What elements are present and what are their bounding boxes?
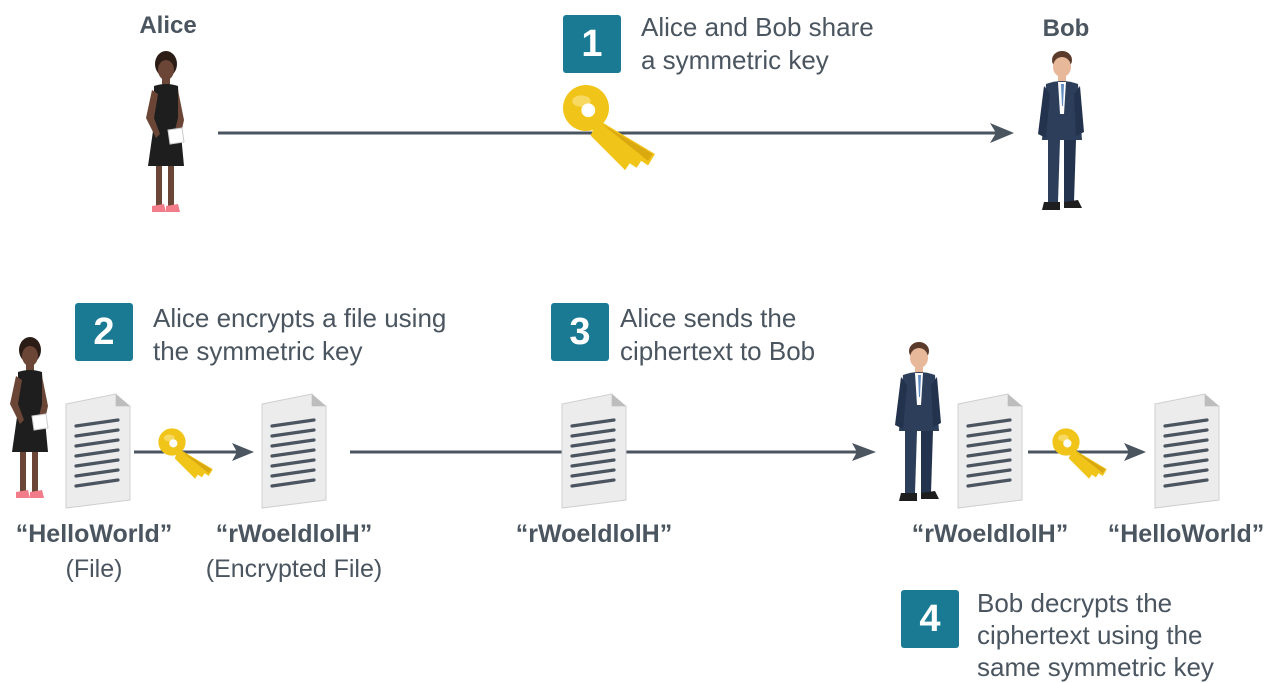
bob-figure-bottom — [895, 342, 941, 501]
share-key-arrowhead — [990, 123, 1014, 143]
bob-name: Bob — [1042, 15, 1090, 42]
step-2-badge: 2 — [75, 303, 133, 361]
key-icon-decrypt — [1052, 428, 1107, 479]
step-4-badge: 4 — [901, 590, 959, 648]
send-arrowhead — [852, 443, 876, 461]
encrypted-file-sublabel: (Encrypted File) — [205, 555, 383, 583]
alice-figure-top — [145, 50, 185, 213]
step-2-line-2: the symmetric key — [153, 336, 363, 366]
step-1-line-1: Alice and Bob share — [641, 12, 874, 42]
decrypt-arrowhead — [1124, 443, 1146, 461]
encrypt-arrowhead — [232, 443, 254, 461]
step-3-badge: 3 — [551, 303, 609, 361]
encrypted-file-label: “rWoeldlolH” — [215, 520, 373, 548]
alice-figure-bottom — [9, 336, 49, 499]
key-icon-encrypt — [158, 428, 213, 479]
step-4-line-3: same symmetric key — [977, 652, 1214, 682]
transit-file-label: “rWoeldlolH” — [515, 520, 673, 548]
key-icon-large — [563, 85, 655, 171]
document-icon-received — [956, 392, 1024, 510]
step-4-text: Bob decrypts the ciphertext using the sa… — [977, 587, 1214, 683]
step-1-badge: 1 — [563, 15, 621, 73]
received-file-label: “rWoeldlolH” — [911, 520, 1069, 548]
document-icon-decrypted — [1153, 392, 1221, 510]
step-4-line-2: ciphertext using the — [977, 620, 1203, 650]
document-icon-encrypted — [260, 392, 328, 510]
step-4-line-1: Bob decrypts the — [977, 588, 1173, 618]
step-3-line-1: Alice sends the — [620, 303, 797, 333]
bob-figure-top — [1038, 51, 1084, 210]
step-3-text: Alice sends the ciphertext to Bob — [620, 302, 815, 368]
document-icon-plain — [64, 392, 132, 510]
decrypted-file-label: “HelloWorld” — [1107, 520, 1265, 548]
step-1-text: Alice and Bob share a symmetric key — [641, 11, 874, 77]
document-icon-in-transit — [560, 392, 628, 510]
plain-file-label: “HelloWorld” — [15, 520, 173, 548]
step-3-line-2: ciphertext to Bob — [620, 336, 816, 366]
alice-name: Alice — [139, 12, 197, 39]
step-2-line-1: Alice encrypts a file using — [153, 303, 447, 333]
plain-file-sublabel: (File) — [65, 555, 123, 583]
step-1-line-2: a symmetric key — [641, 45, 829, 75]
step-2-text: Alice encrypts a file using the symmetri… — [153, 302, 446, 368]
